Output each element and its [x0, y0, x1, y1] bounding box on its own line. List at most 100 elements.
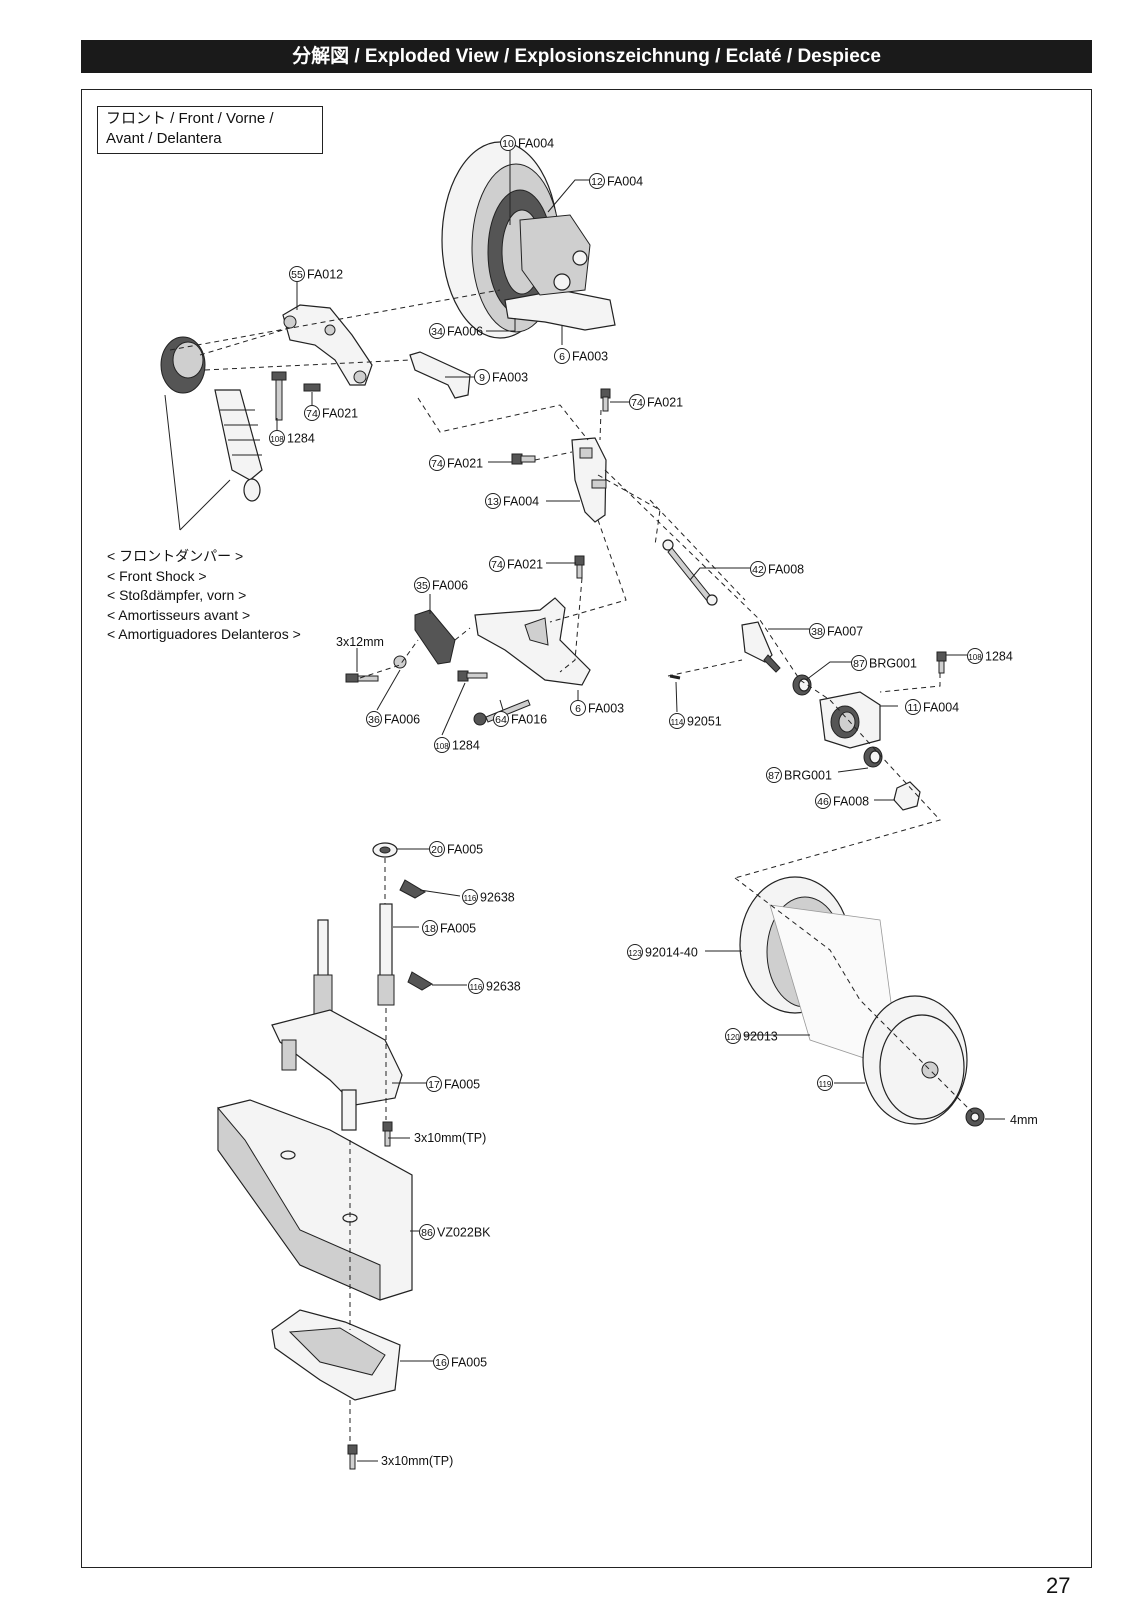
callout-11-fa004: 11 FA004 — [905, 699, 959, 715]
callout-part-code: FA021 — [507, 558, 543, 572]
callout-number: 9 — [479, 372, 485, 384]
callout-number-circle — [289, 266, 305, 282]
callout-part-code: FA016 — [511, 713, 547, 727]
callout-119: 119 — [817, 1075, 833, 1091]
callout-number-circle — [750, 561, 766, 577]
callout-number-circle — [725, 1028, 741, 1044]
front-label-line2: Avant / Delantera — [106, 130, 222, 147]
shock-label-es: < Amortiguadores Delanteros > — [107, 626, 301, 642]
page-number: 27 — [1046, 1573, 1071, 1598]
callout-number-circle — [434, 737, 450, 753]
front-lower-suspension-arm — [474, 597, 591, 686]
callout-part-code: FA021 — [647, 396, 683, 410]
callout-number: 17 — [428, 1079, 440, 1091]
callout-part-code: FA003 — [492, 371, 528, 385]
callout-number-circle — [433, 1354, 449, 1370]
assembly-guide-lines — [169, 289, 973, 1442]
callout-number: 13 — [487, 496, 499, 508]
diagram-frame — [81, 89, 1092, 1568]
body-mount-assembly — [271, 842, 433, 1147]
callout-number: 86 — [421, 1227, 433, 1239]
page-title-banner: 分解図 / Exploded View / Explosionszeichnun… — [81, 40, 1092, 73]
callout-number-circle — [422, 920, 438, 936]
shock-label-ja: < フロントダンパー > — [107, 548, 244, 564]
callout-number: 6 — [575, 703, 581, 715]
callout-part-code: FA008 — [833, 795, 869, 809]
shock-label-de: < Stoßdämpfer, vorn > — [107, 587, 247, 603]
front-wheel-and-tire — [739, 876, 985, 1127]
callout-number: 87 — [768, 770, 780, 782]
callout-number-circle — [419, 1224, 435, 1240]
callout-part-code: 92638 — [486, 980, 521, 994]
wheel-axle — [741, 621, 781, 673]
callout-part-code: 1284 — [287, 432, 315, 446]
callout-part-code: FA004 — [518, 137, 554, 151]
callout-number-circle — [669, 713, 685, 729]
shock-label-fr: < Amortisseurs avant > — [107, 606, 251, 623]
callout-number: 120 — [726, 1033, 740, 1042]
callout-number-circle — [554, 348, 570, 364]
callout-part-code: 92013 — [743, 1030, 778, 1044]
front-shock-absorber — [160, 336, 263, 502]
callout-number-circle — [269, 430, 285, 446]
callout-part-code: FA003 — [572, 350, 608, 364]
callout-46-fa008: 46 FA008 — [815, 793, 869, 809]
steering-knuckle — [571, 437, 607, 523]
hinge-pin-holder-parts — [345, 609, 456, 683]
callout-number-circle — [493, 711, 509, 727]
callout-part-code: FA012 — [307, 268, 343, 282]
callout-number-circle — [500, 135, 516, 151]
shock-label-en: < Front Shock > — [107, 567, 207, 584]
callout-number: 20 — [431, 844, 443, 856]
callout-number: 108 — [435, 742, 449, 751]
callout-number-circle — [570, 700, 586, 716]
callout-55-fa012: 55 FA012 — [289, 266, 343, 282]
screw-3x12-label: 3x12mm — [336, 635, 384, 649]
callout-part-code: FA004 — [923, 701, 959, 715]
callout-part-code: FA007 — [827, 625, 863, 639]
callout-74-fa021: 74 FA021 — [489, 556, 543, 572]
callout-number-circle — [462, 889, 478, 905]
callout-number-circle — [474, 369, 490, 385]
callout-74-fa021: 74 FA021 — [629, 394, 683, 410]
callout-number-circle — [489, 556, 505, 572]
callout-number-circle — [815, 793, 831, 809]
callout-number: 46 — [817, 796, 829, 808]
callout-part-code: BRG001 — [869, 657, 917, 671]
callout-part-code: FA004 — [607, 175, 643, 189]
callout-number-circle — [766, 767, 782, 783]
upper-link-rod — [409, 351, 471, 399]
callout-number: 11 — [908, 702, 919, 714]
callout-part-code: 92014-40 — [645, 946, 698, 960]
callout-87-brg001: 87 BRG001 — [766, 767, 832, 783]
callout-number: 74 — [491, 559, 503, 571]
callout-number: 55 — [291, 269, 303, 281]
callout-part-code: FA006 — [432, 579, 468, 593]
callout-number: 114 — [671, 718, 684, 727]
callout-number: 108 — [968, 653, 982, 662]
callout-part-code: FA006 — [447, 325, 483, 339]
callout-part-code: FA021 — [447, 457, 483, 471]
callout-part-code: BRG001 — [784, 769, 832, 783]
callout-number-circle — [627, 944, 643, 960]
callout-number: 74 — [631, 397, 643, 409]
callout-part-code: FA006 — [384, 713, 420, 727]
callout-number: 116 — [464, 894, 477, 903]
small-screws-group-a — [271, 371, 611, 579]
callout-number-circle — [809, 623, 825, 639]
